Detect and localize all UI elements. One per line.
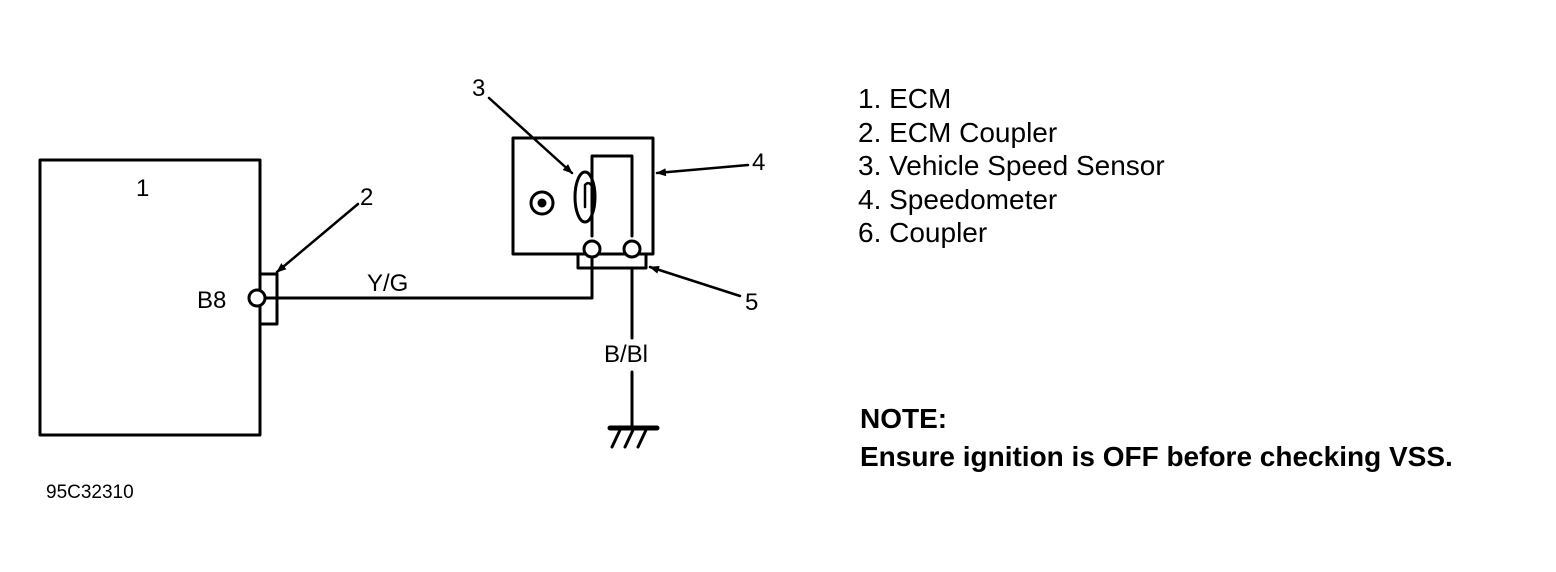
speedometer-connector	[576, 252, 648, 270]
note-text: Ensure ignition is OFF before checking V…	[860, 441, 1453, 472]
wire-label-signal: Y/G	[367, 270, 408, 297]
legend-item: 4. Speedometer	[858, 183, 1058, 215]
callout-arrow-speedometer	[655, 163, 750, 177]
connector-pin-ground	[622, 239, 642, 259]
legend-item: 6. Coupler	[858, 217, 988, 249]
speedometer-dial-outer	[529, 190, 555, 216]
ground-symbol	[607, 425, 660, 449]
legend-item: 1. ECM	[858, 83, 952, 114]
callout-arrow-connector	[648, 265, 742, 298]
legend-item: 3. Vehicle Speed Sensor	[858, 150, 1165, 182]
callout-speedometer: 4	[752, 149, 765, 176]
pin-label-b8: B8	[197, 287, 226, 314]
legend-item: 2. ECM Coupler	[858, 116, 1058, 148]
speedometer-dial-inner	[537, 198, 547, 208]
callout-ecm: 1	[136, 175, 149, 202]
callout-vss: 3	[472, 75, 485, 102]
ecm-pin-b8	[247, 288, 267, 308]
note-block: NOTE: Ensure ignition is OFF before chec…	[860, 400, 1453, 476]
ecm-box	[38, 158, 262, 437]
callout-arrow-vss	[487, 96, 574, 175]
vss-internal-wiring	[590, 154, 634, 238]
signal-wire	[263, 254, 594, 300]
connector-pin-signal	[582, 239, 602, 259]
figure-id: 95C32310	[46, 482, 134, 503]
vss-element	[573, 170, 597, 224]
callout-ecm-coupler: 2	[360, 184, 373, 211]
callout-arrow-ecm-coupler	[275, 202, 360, 274]
legend: 1. ECM 2. ECM Coupler 3. Vehicle Speed S…	[858, 82, 1165, 250]
note-title: NOTE:	[860, 403, 948, 434]
callout-connector: 5	[745, 289, 758, 316]
wire-label-ground: B/Bl	[604, 341, 648, 368]
